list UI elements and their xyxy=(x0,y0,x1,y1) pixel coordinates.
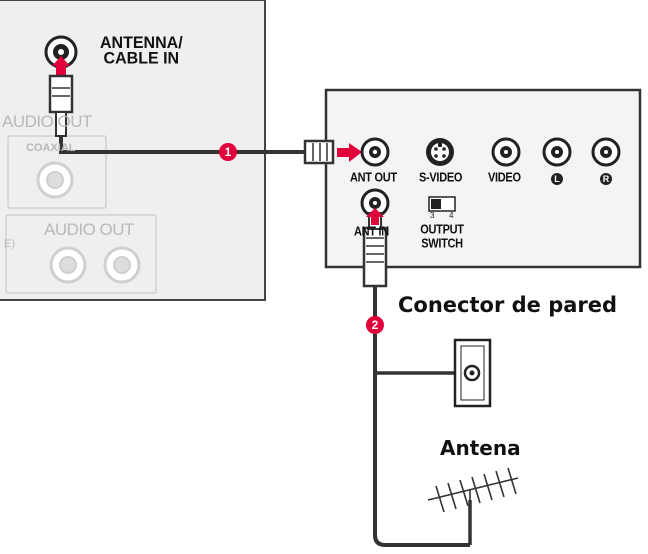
audio-out-digital-label: AUDIO OUT xyxy=(2,112,92,131)
audio-out-left-jack-icon xyxy=(49,246,87,284)
rf-plug xyxy=(48,74,74,137)
ant-in-jack-icon xyxy=(360,188,390,218)
arrow-icon xyxy=(52,56,70,76)
audio-right-jack-icon xyxy=(591,137,621,167)
switch-mark-4: 4 xyxy=(449,211,454,220)
ant-out-jack-icon xyxy=(360,137,390,167)
cable-2 xyxy=(373,286,470,547)
coaxial-label: COAXIAL xyxy=(26,142,76,154)
audio-left-jack-icon xyxy=(542,137,572,167)
step-1-badge: 1 xyxy=(219,143,237,161)
wall-plate-icon xyxy=(453,338,492,408)
s-video-jack-icon xyxy=(426,138,454,166)
step-2-badge: 2 xyxy=(366,316,384,334)
audio-out-right-jack-icon xyxy=(103,246,141,284)
s-video-label: S-VIDEO xyxy=(419,171,463,185)
video-label: VIDEO xyxy=(488,171,521,185)
ant-out-plug xyxy=(303,139,335,165)
arrow-icon xyxy=(337,143,362,162)
switch-mark-3: 3 xyxy=(430,211,435,220)
edge-fragment-label: E) xyxy=(4,238,15,250)
wall-jack-label: Conector de pared xyxy=(398,293,618,317)
audio-out-analog-label: AUDIO OUT xyxy=(44,220,134,239)
antenna-cable-in-label: ANTENNA/ CABLE IN xyxy=(100,34,183,68)
antenna-cable-in-jack-icon xyxy=(44,35,78,69)
antenna-label: Antena xyxy=(440,436,521,460)
ant-in-label: ANT IN xyxy=(354,225,389,239)
left-channel-badge: L xyxy=(551,173,563,185)
coaxial-jack-icon xyxy=(36,161,74,199)
slide-switch-icon xyxy=(428,196,456,212)
video-jack-icon xyxy=(491,137,521,167)
ant-out-label: ANT OUT xyxy=(350,171,397,185)
right-channel-badge: R xyxy=(600,173,612,185)
yagi-antenna-icon xyxy=(427,467,519,513)
output-switch-label: OUTPUT SWITCH xyxy=(420,223,464,251)
arrow-icon xyxy=(366,208,384,225)
